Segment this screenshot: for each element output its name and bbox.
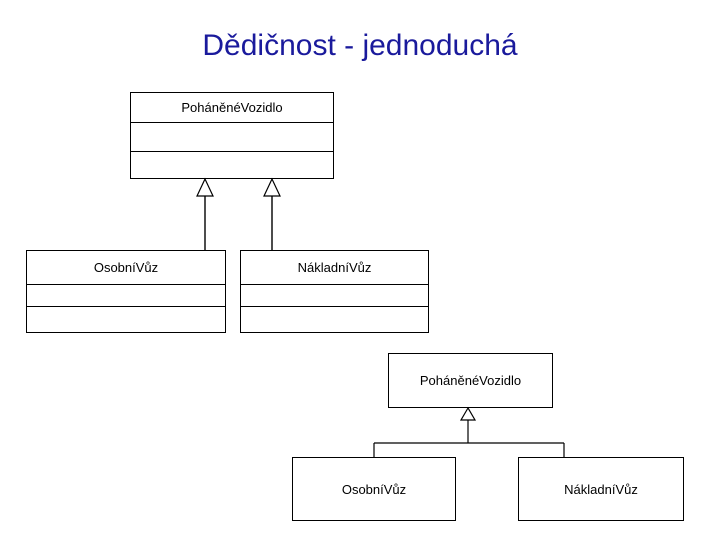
class-name-compartment: PoháněnéVozidlo [419,373,522,388]
class-name-compartment: OsobníVůz [341,481,407,497]
class-name-compartment: NákladníVůz [564,481,638,497]
hollow-triangle-arrow-icon [196,177,214,197]
generalization-osobnivuz-to-pohanenevozidlo-top [196,177,214,250]
class-box-osobnivuz-top[interactable]: OsobníVůz [26,250,226,333]
class-attributes-compartment [131,122,333,151]
class-box-pohanenevozidlo-top[interactable]: PoháněnéVozidlo [130,92,334,179]
class-name-compartment: NákladníVůz [297,260,372,275]
class-operations-compartment [241,306,428,332]
generalization-tree-bottom [373,406,565,457]
class-box-osobnivuz-bottom[interactable]: OsobníVůz [292,457,456,521]
class-attributes-compartment [27,284,225,306]
class-attributes-compartment [241,284,428,306]
class-box-nakladnivuz-bottom[interactable]: NákladníVůz [518,457,684,521]
class-operations-compartment [27,306,225,332]
hollow-triangle-arrow-icon [459,406,477,421]
class-box-pohanenevozidlo-bottom[interactable]: PoháněnéVozidlo [388,353,553,408]
generalization-nakladnivuz-to-pohanenevozidlo-top [263,177,281,250]
page-title: Dědičnost - jednoduchá [202,29,518,62]
hollow-triangle-arrow-icon [263,177,281,197]
class-name-compartment: PoháněnéVozidlo [181,100,283,115]
class-box-nakladnivuz-top[interactable]: NákladníVůz [240,250,429,333]
class-name-compartment: OsobníVůz [93,260,159,275]
class-operations-compartment [131,151,333,178]
